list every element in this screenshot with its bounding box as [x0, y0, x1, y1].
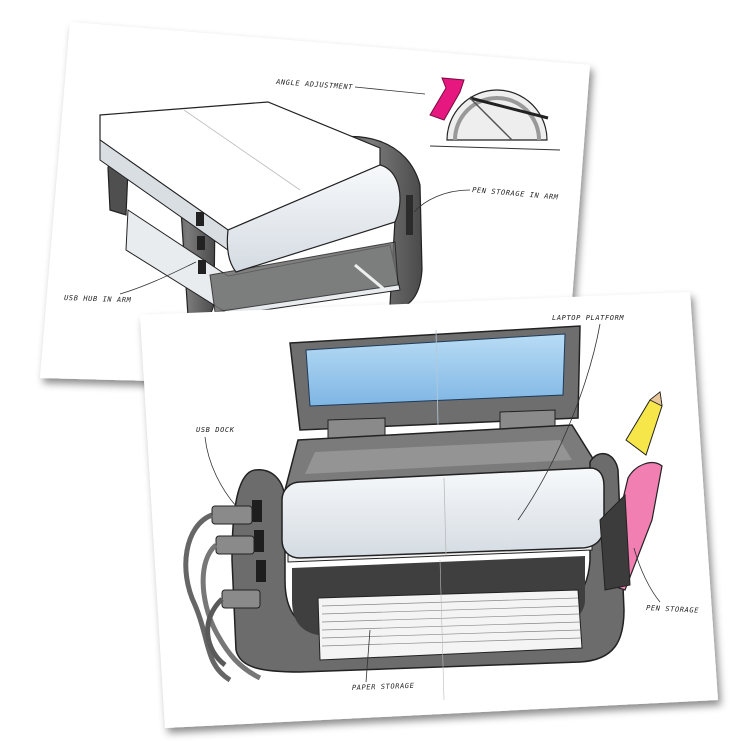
laptop-drawing: [284, 325, 602, 491]
paper-stack: [317, 589, 583, 661]
front-stand-drawing: [231, 452, 625, 701]
callout-pen-storage-leader: [633, 547, 661, 603]
callout-pen-arm-leader: [413, 189, 471, 213]
back-usb-port-1: [196, 212, 204, 226]
laptop-screen: [305, 333, 566, 407]
angle-detail-arc: [453, 96, 541, 141]
front-callouts: LAPTOP PLATFORM USB DOCK PEN STORAGE PAP…: [196, 314, 699, 692]
usb-plug-3: [221, 589, 261, 609]
back-stand-drawing: [99, 101, 423, 321]
pen-holder-slot: [599, 493, 631, 591]
usb-cable-2: [200, 543, 262, 681]
callout-usb-hub-leader: [119, 261, 197, 295]
platform-centerline: [443, 477, 447, 556]
callout-laptop-platform: LAPTOP PLATFORM: [552, 314, 624, 322]
laptop-centerline: [435, 329, 439, 426]
paper-line-6: [321, 637, 582, 647]
paper-line-5: [321, 629, 581, 639]
usb-cable-1: [183, 512, 232, 683]
angle-adjustment-detail: [429, 77, 561, 151]
usb-port-3: [256, 560, 266, 582]
front-sketch-sheet: LAPTOP PLATFORM USB DOCK PEN STORAGE PAP…: [140, 292, 718, 728]
back-pen-slot: [406, 195, 413, 235]
paper-line-2: [321, 605, 580, 615]
paper-line-1: [321, 597, 579, 607]
paper-line-4: [321, 621, 581, 631]
angle-detail-lid: [469, 96, 549, 120]
angle-adjustment-arrow-icon: [429, 77, 465, 121]
usb-port-1: [252, 500, 262, 522]
angle-detail-support: [469, 97, 513, 141]
callout-angle-leader: [354, 86, 426, 95]
usb-cables: [183, 505, 262, 683]
angle-detail-ground: [429, 145, 561, 151]
usb-cable-3: [205, 597, 227, 667]
usb-plug-2: [215, 535, 255, 555]
callout-pen-storage: PEN STORAGE: [646, 604, 699, 615]
pencil-tip: [649, 391, 663, 407]
back-tray-shadow: [209, 241, 399, 313]
callout-usb-dock-leader: [204, 436, 237, 507]
back-tray-highlight: [354, 263, 386, 292]
back-usb-port-3: [198, 260, 206, 274]
usb-port-2: [254, 530, 264, 552]
paper-stack-body: [317, 589, 583, 661]
pen-storage-items: [599, 391, 663, 591]
callout-paper-storage-leader: [365, 629, 371, 683]
sheet-centerline: [439, 559, 445, 701]
callout-laptop-platform-leader: [517, 323, 601, 521]
back-usb-port-2: [197, 236, 205, 250]
usb-plug-1: [211, 505, 253, 525]
angle-detail-base: [446, 89, 548, 141]
callout-usb-hub-in-arm: USB HUB IN ARM: [64, 294, 132, 304]
back-platform-front-face: [226, 164, 401, 273]
back-platform-centerline: [183, 109, 301, 191]
callout-paper-storage: PAPER STORAGE: [352, 682, 415, 692]
paper-line-3: [321, 613, 580, 623]
back-sketch-sheet: ANGLE ADJUSTMENT PEN STORAGE IN ARM USB …: [40, 22, 590, 392]
laptop-platform: [281, 467, 605, 559]
laptop-keyboard-area: [305, 440, 572, 474]
callout-usb-dock: USB DOCK: [196, 426, 235, 434]
